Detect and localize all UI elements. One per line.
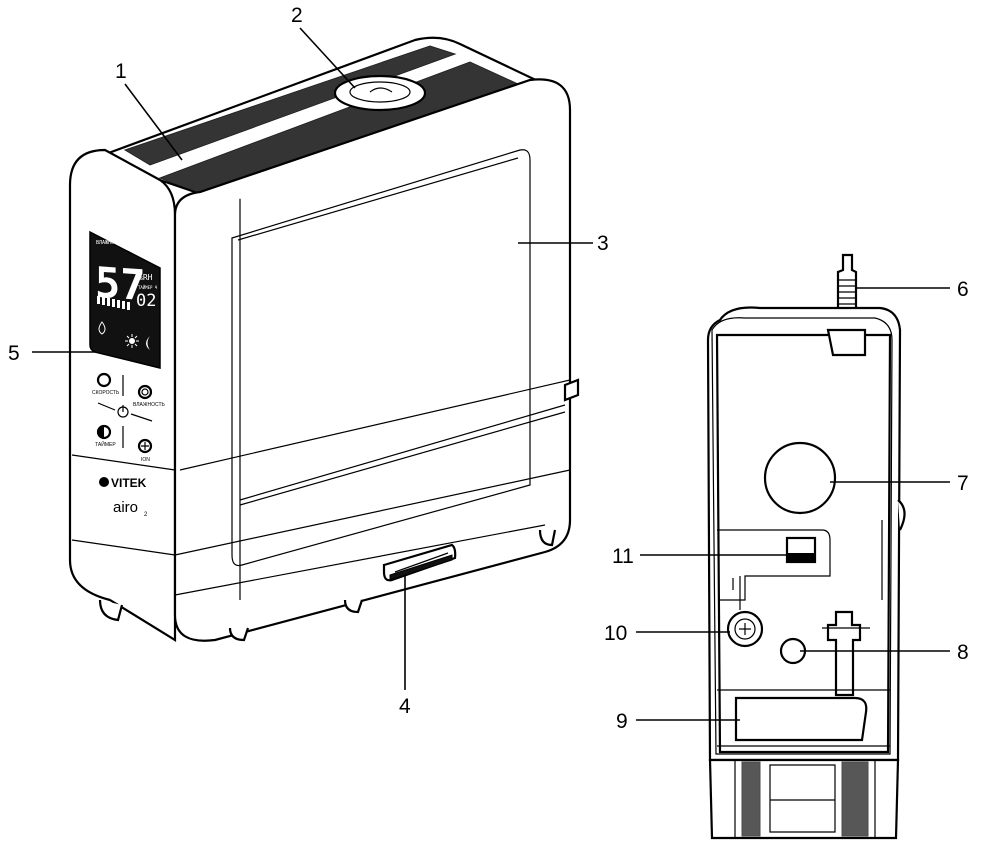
main-housing (173, 78, 572, 642)
callout-3: 3 (597, 232, 609, 255)
unit-label: %RH (138, 273, 153, 282)
drip-tray-handle (734, 696, 868, 742)
timer-button-label: ТАЙМЕР (95, 440, 116, 448)
ion-button-label: ION (141, 457, 150, 463)
humidity-button-label: ВЛАЖНОСТЬ (133, 402, 166, 408)
humidity-caption: ВЛАЖНОСТЬ (96, 240, 123, 246)
callout-10: 10 (604, 622, 627, 645)
model-name: airo (113, 499, 138, 516)
moon-icon (146, 336, 150, 350)
tray-handle-grip (389, 552, 453, 581)
bottom-grille (708, 758, 900, 840)
callout-1: 1 (115, 60, 127, 83)
level-bar (97, 296, 130, 310)
tank-cap (333, 74, 427, 112)
humidity-button[interactable]: ВЛАЖНОСТЬ (133, 384, 166, 408)
callout-lines (32, 27, 950, 721)
callout-2: 2 (291, 4, 303, 27)
sun-icon (125, 334, 139, 348)
callout-5: 5 (8, 342, 20, 365)
speed-button[interactable]: СКОРОСТЬ (92, 372, 120, 396)
display-screen (89, 230, 161, 369)
callout-7: 7 (957, 472, 969, 495)
callout-6: 6 (957, 278, 969, 301)
speed-label: СКОРОСТЬ (92, 390, 120, 396)
model-sub: 2 (144, 512, 148, 518)
brand-name: VITEK (111, 476, 147, 490)
timer-caption: ТАЙМЕР Ч (138, 285, 158, 290)
water-tank (231, 149, 531, 567)
callout-4: 4 (399, 695, 411, 718)
callout-11: 11 (612, 545, 634, 568)
callout-8: 8 (957, 641, 969, 664)
drop-icon (98, 321, 106, 335)
callout-numbers: 1 2 3 4 5 6 7 8 9 10 11 (8, 4, 969, 733)
power-button[interactable] (117, 405, 129, 418)
callout-9: 9 (616, 710, 628, 733)
humidifier-front-view: ВЛАЖНОСТЬ 57 %RH ТАЙМЕР Ч 02 СКОРОСТЬ ВЛ… (68, 36, 580, 642)
tank-valve-cap (763, 441, 837, 515)
timer-readout: 02 (136, 291, 156, 311)
humidifier-back-view (706, 253, 906, 840)
timer-button[interactable]: ТАЙМЕР (95, 424, 116, 448)
brand-logo: VITEK (99, 476, 147, 490)
ion-button[interactable]: ION (137, 438, 153, 463)
